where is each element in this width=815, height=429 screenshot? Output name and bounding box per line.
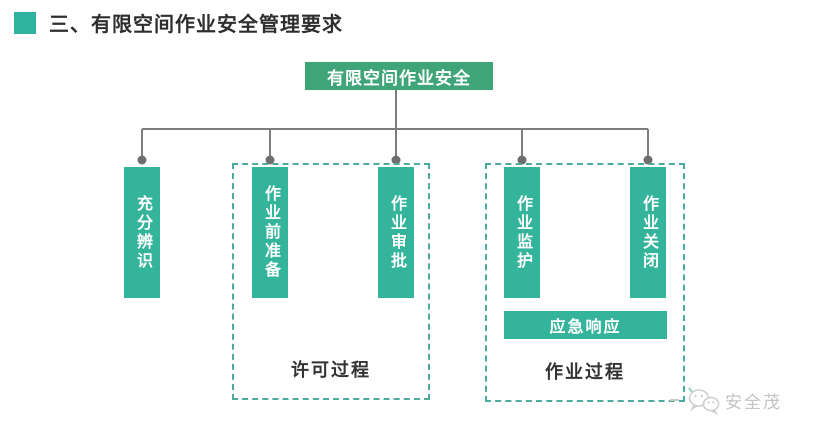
column-supervision: 作业监护	[504, 167, 540, 298]
column-closure: 作业关闭	[630, 167, 666, 298]
column-identify: 充分辨识	[124, 167, 160, 298]
header: 三、有限空间作业安全管理要求	[14, 8, 343, 37]
emergency-response-banner: 应急响应	[504, 311, 667, 339]
watermark-dash	[670, 399, 679, 401]
group-work-label: 作业过程	[545, 362, 625, 382]
watermark: 安全茂	[670, 385, 782, 415]
group-work-process: 作业过程	[485, 163, 685, 402]
page-title: 三、有限空间作业安全管理要求	[49, 14, 343, 36]
title-bullet-square	[14, 11, 36, 34]
root-node: 有限空间作业安全	[305, 62, 493, 90]
group-permit-label: 许可过程	[291, 360, 371, 380]
watermark-text: 安全茂	[725, 392, 782, 412]
column-preparation: 作业前准备	[252, 167, 288, 298]
column-approval: 作业审批	[378, 167, 414, 298]
wechat-bubbles-icon	[685, 385, 721, 415]
group-permit-process: 许可过程	[232, 163, 430, 400]
